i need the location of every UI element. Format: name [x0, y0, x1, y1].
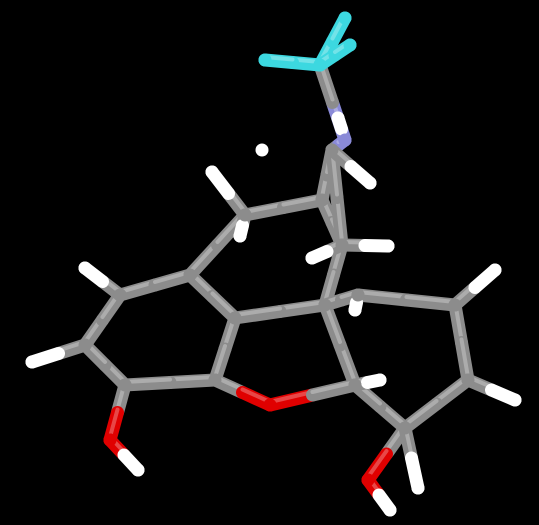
- atom-c4: [208, 373, 222, 387]
- atom-c5: [118, 378, 132, 392]
- bond-c11-c12-half-b-highlight: [404, 295, 457, 304]
- bond-c4-c5-half-b: [118, 376, 177, 392]
- bond-c14-o3-half-b-highlight: [366, 449, 389, 479]
- bond-c7-c8-half-b: [277, 193, 329, 214]
- atom-c8: [315, 193, 329, 207]
- bond-c15-c10-half-a: [333, 338, 362, 392]
- atom-c17: [313, 58, 327, 72]
- atom-c10: [318, 298, 332, 312]
- atom-c12: [448, 298, 462, 312]
- bond-c9-c10-half-b-highlight: [323, 270, 336, 304]
- bond-c2-c7-half-a: [183, 238, 224, 282]
- atom-c1: [113, 288, 127, 302]
- bond-o1-c15-half-b-highlight: [310, 380, 357, 394]
- atom-o2: [103, 433, 117, 447]
- bond-c4-c5-half-a: [163, 373, 222, 389]
- bond-c11-c12-half-a: [351, 288, 413, 307]
- atom-h1: [78, 261, 92, 275]
- atom-n1: [338, 133, 352, 147]
- bond-c10-c3-half-b: [228, 305, 287, 325]
- bond-c16-h14-half-b-highlight: [349, 161, 372, 182]
- atom-c15: [348, 378, 362, 392]
- bond-c15-c10-half-b: [318, 298, 347, 352]
- bond-o1-c15-half-b: [306, 378, 362, 402]
- bond-c11-c12-half-b: [400, 293, 462, 312]
- bond-o1-c15-half-a-highlight: [268, 390, 315, 404]
- bond-c2-c3-half-b-highlight: [210, 291, 237, 317]
- atom-c6: [78, 338, 92, 352]
- atom-o3: [361, 473, 375, 487]
- atom-h8: [348, 303, 362, 317]
- bond-c4-o1-half-b-highlight: [240, 387, 272, 404]
- bond-c7-c8-half-a-highlight: [243, 202, 286, 214]
- bond-c3-c4-half-b-highlight: [213, 344, 227, 379]
- atom-c11: [351, 288, 365, 302]
- bond-c13-c14-half-b: [398, 397, 443, 435]
- atom-h9: [488, 263, 502, 277]
- atom-c9: [335, 238, 349, 252]
- atom-h13: [383, 503, 397, 517]
- bond-c9-c16-half-a: [330, 191, 349, 252]
- atom-h17: [343, 38, 357, 52]
- atom-c2: [183, 268, 197, 282]
- atom-h7: [305, 251, 319, 265]
- atom-c14: [398, 421, 412, 435]
- atom-h6: [381, 239, 395, 253]
- atom-h12: [411, 481, 425, 495]
- atom-h19: [233, 229, 247, 243]
- atom-h15: [258, 53, 272, 67]
- atom-h3: [131, 463, 145, 477]
- bond-c13-c14-half-a: [430, 373, 475, 411]
- bond-c4-c5-half-a-highlight: [168, 375, 217, 382]
- atom-c3: [228, 311, 242, 325]
- atom-h18: [331, 111, 345, 125]
- atom-h11: [373, 373, 387, 387]
- bond-c10-c3-half-b-highlight: [233, 306, 282, 317]
- bond-c13-c14-half-b-highlight: [403, 399, 439, 427]
- atom-h16: [338, 11, 352, 25]
- bond-c12-c13-half-b-highlight: [459, 337, 470, 379]
- atom-h5: [255, 143, 269, 157]
- atom-h2: [25, 355, 39, 369]
- atom-h14: [363, 176, 377, 190]
- bond-n1-c17-half-b: [313, 58, 339, 109]
- bond-o1-c15-half-a: [263, 388, 319, 412]
- atom-o1: [263, 398, 277, 412]
- atom-c13: [461, 373, 475, 387]
- atom-h10: [508, 393, 522, 407]
- bond-c5-o2-half-b-highlight: [108, 407, 120, 439]
- atom-c7: [238, 208, 252, 222]
- bond-layer: [25, 11, 522, 517]
- bond-c14-h12-half-b-highlight: [409, 453, 420, 487]
- bond-c7-c8-half-a: [238, 201, 290, 222]
- bond-c4-c5-half-b-highlight: [123, 377, 172, 384]
- atom-h4: [205, 165, 219, 179]
- bond-c10-c3-half-a: [273, 298, 332, 318]
- bond-c10-c3-half-a-highlight: [278, 300, 327, 311]
- bond-c11-c12-half-a-highlight: [356, 290, 409, 299]
- atom-c16: [325, 143, 339, 157]
- bond-c7-c8-half-b-highlight: [281, 195, 324, 207]
